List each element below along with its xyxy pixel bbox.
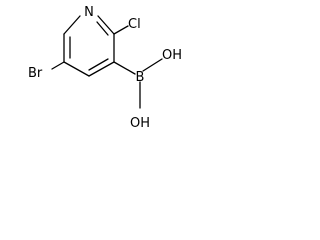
bond-c2-cl [113,25,129,35]
atom-label-b: B [136,70,145,85]
structure-canvas: N Cl Br B OH OH [0,0,206,138]
bond-c3-b [113,61,136,75]
pyridine-ring [63,15,115,77]
atom-label-cl: Cl [128,17,141,32]
atom-label-oh-top: OH [162,48,182,63]
bond-c4-c5 [63,61,90,77]
bond-c3-c4 [88,61,115,77]
chemical-structure-diagram: N Cl Br B OH OH [28,5,182,131]
atom-label-br: Br [28,66,43,81]
atom-label-oh-bottom: OH [130,116,150,131]
bond-c6-n [63,15,81,35]
bond-b-oh-top [142,58,163,72]
double-bond-c3-c4 [88,58,109,71]
bond-n-c2 [97,15,115,35]
atom-label-n: N [84,5,94,20]
bond-c5-br [51,61,65,70]
double-bond-n-c2 [96,21,109,36]
